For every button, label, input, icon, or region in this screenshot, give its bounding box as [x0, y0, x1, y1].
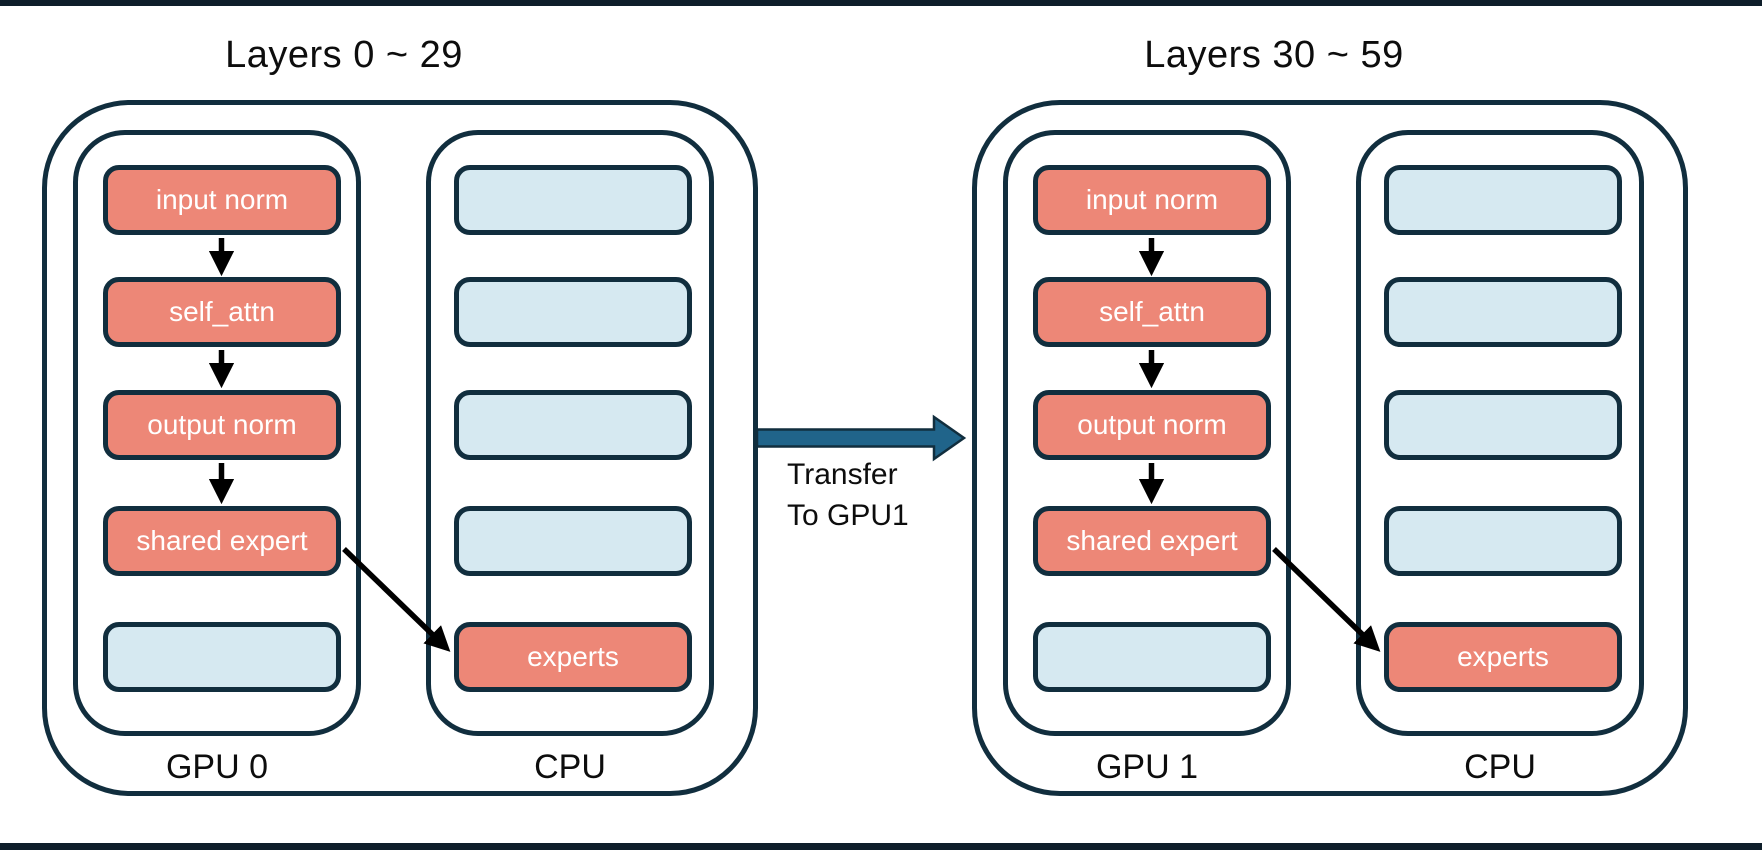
top-edge-bar — [0, 0, 1762, 6]
empty-memory-slot — [1384, 277, 1622, 347]
module-box-input-norm: input norm — [103, 165, 341, 235]
layers-range-title: Layers 30 ~ 59 — [1144, 34, 1404, 76]
transfer-label: Transfer To GPU1 — [787, 454, 909, 536]
empty-memory-slot — [1384, 390, 1622, 460]
empty-memory-slot — [1384, 165, 1622, 235]
transfer-arrow-icon — [755, 414, 967, 462]
empty-memory-slot — [1384, 506, 1622, 576]
empty-memory-slot — [454, 165, 692, 235]
empty-memory-slot — [1033, 622, 1271, 692]
module-box-self-attn: self_attn — [1033, 277, 1271, 347]
gpu-label: GPU 0 — [165, 748, 269, 786]
module-box-input-norm: input norm — [1033, 165, 1271, 235]
module-box-shared-expert: shared expert — [1033, 506, 1271, 576]
empty-memory-slot — [454, 390, 692, 460]
cpu-label: CPU — [1464, 748, 1536, 786]
module-box-shared-expert: shared expert — [103, 506, 341, 576]
module-box-output-norm: output norm — [103, 390, 341, 460]
bottom-edge-bar — [0, 843, 1762, 850]
module-box-self-attn: self_attn — [103, 277, 341, 347]
module-box-experts: experts — [454, 622, 692, 692]
transfer-label-line1: Transfer — [787, 458, 898, 491]
empty-memory-slot — [454, 277, 692, 347]
layers-range-title: Layers 0 ~ 29 — [225, 34, 463, 76]
transfer-label-line2: To GPU1 — [787, 499, 909, 532]
module-box-output-norm: output norm — [1033, 390, 1271, 460]
empty-memory-slot — [454, 506, 692, 576]
gpu-label: GPU 1 — [1095, 748, 1199, 786]
cpu-label: CPU — [534, 748, 606, 786]
empty-memory-slot — [103, 622, 341, 692]
module-box-experts: experts — [1384, 622, 1622, 692]
